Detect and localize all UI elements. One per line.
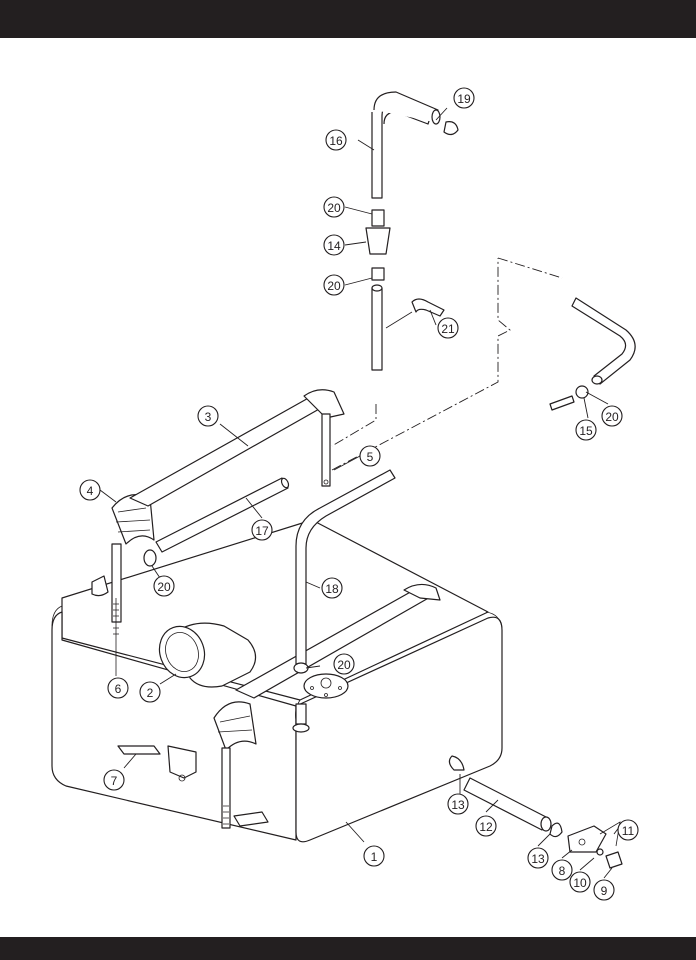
- svg-text:13: 13: [451, 798, 465, 812]
- callout-14: 14: [323, 234, 345, 256]
- callout-7: 7: [103, 769, 125, 791]
- callout-20-a: 20: [323, 196, 345, 218]
- svg-text:5: 5: [367, 450, 374, 464]
- fuel-filter: [365, 91, 459, 371]
- svg-text:12: 12: [479, 820, 493, 834]
- callout-20-b: 20: [323, 274, 345, 296]
- callout-17: 17: [251, 519, 273, 541]
- svg-text:6: 6: [115, 682, 122, 696]
- callout-18: 18: [321, 577, 343, 599]
- return-line: [549, 297, 636, 411]
- fuel-hose-18: [293, 469, 396, 674]
- callout-2: 2: [139, 681, 161, 703]
- svg-text:17: 17: [255, 524, 269, 538]
- svg-text:11: 11: [622, 824, 635, 838]
- callout-1: 1: [363, 845, 385, 867]
- callout-13b: 13: [527, 847, 549, 869]
- svg-text:3: 3: [205, 410, 212, 424]
- left-strap: [111, 494, 155, 640]
- svg-text:9: 9: [601, 884, 608, 898]
- svg-text:16: 16: [329, 134, 343, 148]
- hose-clip: [411, 298, 445, 317]
- callout-6: 6: [107, 677, 129, 699]
- callout-20-c: 20: [601, 405, 623, 427]
- callout-8: 8: [551, 859, 573, 881]
- svg-text:14: 14: [327, 239, 341, 253]
- svg-text:7: 7: [111, 774, 118, 788]
- callout-20-d: 20: [153, 575, 175, 597]
- tank-fittings: [91, 575, 349, 733]
- filler-neck: [158, 622, 257, 688]
- callout-20-e: 20: [333, 653, 355, 675]
- callout-16: 16: [325, 129, 347, 151]
- mounting-brackets: [117, 745, 269, 827]
- svg-text:1: 1: [371, 850, 378, 864]
- svg-text:10: 10: [573, 876, 587, 890]
- svg-text:20: 20: [605, 410, 619, 424]
- callout-4: 4: [79, 479, 101, 501]
- callout-5: 5: [359, 445, 381, 467]
- svg-text:4: 4: [87, 484, 94, 498]
- callout-10: 10: [569, 871, 591, 893]
- return-hose: [143, 477, 290, 567]
- callout-12: 12: [475, 815, 497, 837]
- callout-15: 15: [575, 419, 597, 441]
- svg-text:18: 18: [325, 582, 339, 596]
- svg-text:13: 13: [531, 852, 545, 866]
- header-bar: [0, 0, 696, 38]
- drain-assembly: [448, 755, 623, 869]
- svg-text:20: 20: [327, 201, 341, 215]
- svg-text:19: 19: [457, 92, 471, 106]
- svg-text:15: 15: [579, 424, 593, 438]
- callout-13a: 13: [447, 793, 469, 815]
- svg-text:20: 20: [157, 580, 171, 594]
- upper-strap: [129, 389, 345, 507]
- right-strap: [213, 583, 441, 829]
- callout-3: 3: [197, 405, 219, 427]
- svg-text:21: 21: [441, 322, 455, 336]
- footer-bar: [0, 937, 696, 960]
- svg-text:8: 8: [559, 864, 566, 878]
- svg-text:20: 20: [337, 658, 351, 672]
- svg-text:2: 2: [147, 686, 154, 700]
- callout-9: 9: [593, 879, 615, 901]
- callout-21: 21: [437, 317, 459, 339]
- callout-19: 19: [453, 87, 475, 109]
- svg-text:20: 20: [327, 279, 341, 293]
- callout-11: 11: [617, 819, 639, 841]
